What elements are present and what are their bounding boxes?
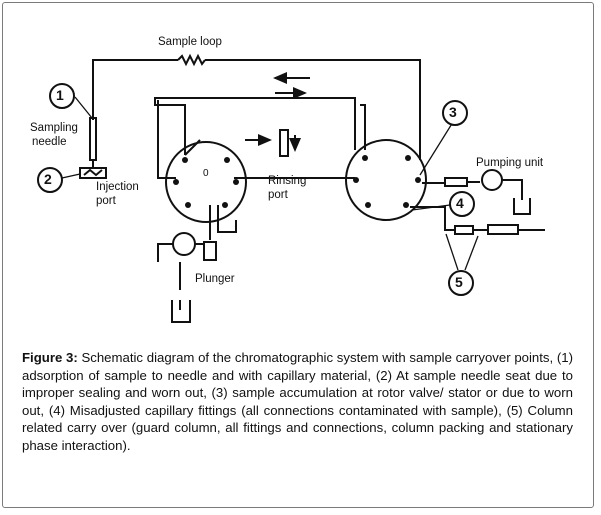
label-plunger: Plunger [195,273,235,285]
label-pumping-unit: Pumping unit [476,157,544,169]
callout-3 [442,100,468,126]
callout-5 [448,270,474,296]
plunger-line [209,205,237,240]
callout-2-number: 2 [44,171,52,187]
sample-loop-line [92,59,178,120]
valve-interconnect-mid [157,100,176,179]
left-rotor-valve [165,141,247,223]
figure-caption: Figure 3: Schematic diagram of the chrom… [22,349,573,455]
callout-5-number: 5 [455,274,463,290]
plunger [203,241,217,261]
label-rinsing-port-1: Rinsing [268,175,307,187]
left-pump-gauge [172,232,196,256]
callout-4 [449,191,475,217]
label-sampling-needle-1: Sampling [30,122,78,134]
pump-fitting [444,177,468,187]
figure-frame [2,2,594,508]
guard-column [454,225,474,235]
label-sample-loop: Sample loop [158,36,222,48]
sampling-needle [89,117,97,161]
left-reservoir [171,300,191,323]
caption-prefix: Figure 3: [22,350,78,365]
column-line [410,206,455,231]
callout-3-number: 3 [449,104,457,120]
label-rinsing-port-2: port [268,189,288,201]
sample-loop-coil [177,53,206,67]
right-rotor-valve [345,139,427,221]
label-sampling-needle-2: needle [32,136,67,148]
callout-4-number: 4 [456,195,464,211]
caption-text: Schematic diagram of the chromatographic… [22,350,574,453]
pumping-unit [481,169,503,191]
callout-1-number: 1 [56,87,64,103]
sample-loop-line-right [205,59,421,160]
right-reservoir [513,198,531,215]
valve-interconnect-upper [154,97,356,155]
label-injection-port-2: port [96,195,116,207]
callout-1 [49,83,75,109]
rinsing-port [279,129,289,157]
chromatography-schematic [37,53,545,323]
label-valve-zero: 0 [203,168,209,179]
analytical-column [487,224,519,235]
injection-port [79,167,107,179]
label-injection-port-1: Injection [96,181,139,193]
callout-2 [37,167,63,193]
